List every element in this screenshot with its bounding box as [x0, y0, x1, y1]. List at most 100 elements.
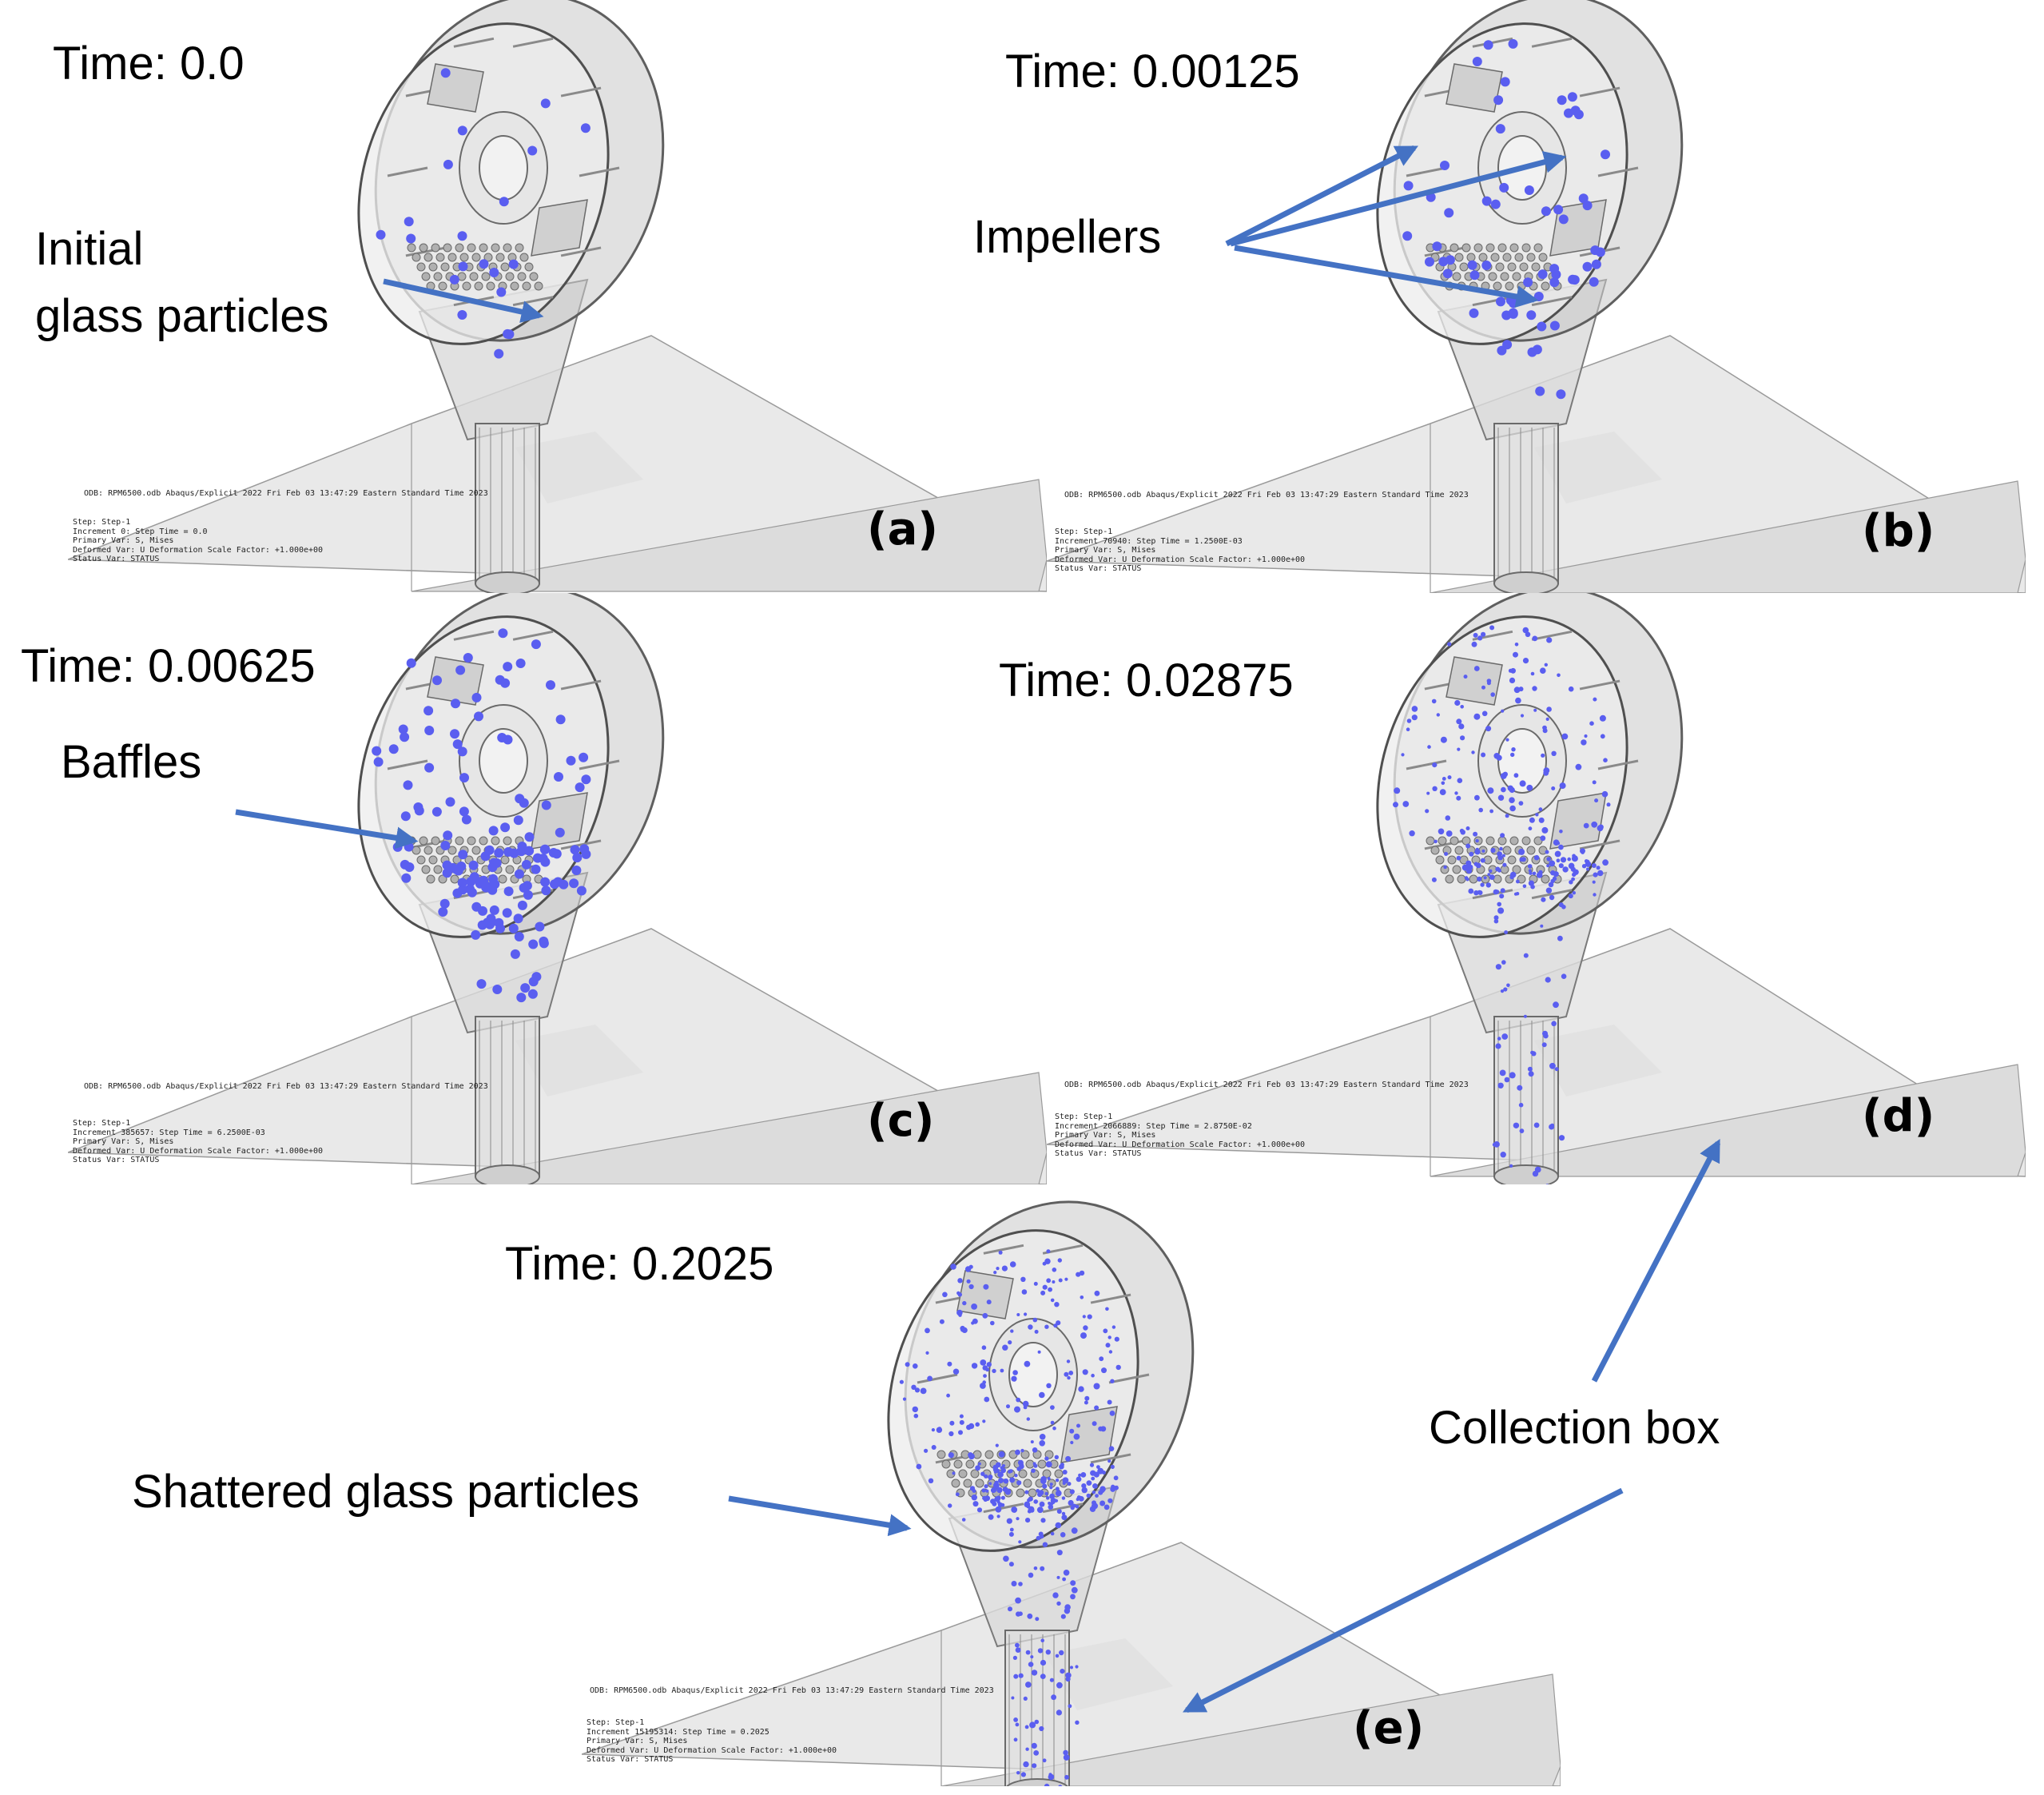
- glass-particle: [1056, 1490, 1062, 1497]
- glass-particle: [1011, 1581, 1017, 1586]
- glass-particle: [388, 744, 399, 754]
- bottle: [1457, 281, 1466, 291]
- glass-particle: [1066, 1359, 1071, 1363]
- glass-particle: [1018, 1540, 1022, 1544]
- glass-particle: [1471, 641, 1477, 647]
- glass-particle: [1510, 752, 1515, 758]
- glass-particle: [995, 1462, 1001, 1468]
- glass-particle: [1075, 1665, 1079, 1669]
- glass-particle: [1092, 1502, 1098, 1510]
- glass-particle: [1062, 1481, 1066, 1485]
- bottle: [1452, 865, 1461, 874]
- bottle: [505, 865, 515, 874]
- glass-particle: [986, 1299, 992, 1305]
- glass-particle: [1029, 1721, 1036, 1729]
- glass-particle: [1056, 1509, 1062, 1514]
- bottle: [1445, 281, 1454, 291]
- bottle: [1507, 855, 1517, 865]
- glass-particle: [1425, 257, 1434, 267]
- glass-particle: [463, 653, 473, 663]
- glass-particle: [445, 797, 455, 807]
- glass-particle: [1103, 1328, 1108, 1334]
- increment-line: Increment 2066889: Step Time = 2.8750E-0…: [1055, 1121, 1252, 1131]
- bottle: [1023, 1479, 1032, 1488]
- glass-particle: [424, 762, 435, 773]
- glass-particle: [1509, 298, 1518, 308]
- tube-bottom: [1493, 571, 1559, 593]
- bottle: [1512, 272, 1521, 281]
- glass-particle: [1518, 801, 1524, 806]
- glass-particle: [502, 908, 512, 918]
- glass-particle: [1582, 201, 1593, 211]
- glass-particle: [1502, 862, 1507, 867]
- glass-particle: [1553, 871, 1559, 878]
- glass-particle: [1549, 277, 1560, 288]
- glass-particle: [961, 1518, 966, 1522]
- glass-particle: [1080, 1472, 1087, 1478]
- glass-particle: [1549, 894, 1555, 901]
- bottle: [1505, 281, 1514, 291]
- glass-particle: [400, 811, 411, 822]
- glass-particle: [1497, 907, 1505, 914]
- odb-header: ODB: RPM6500.odb Abaqus/Explicit 2022 Fr…: [1064, 491, 1469, 499]
- bottle: [958, 1469, 968, 1479]
- bottle: [440, 262, 450, 272]
- glass-particle: [1080, 1332, 1087, 1339]
- baffles-label: Baffles: [61, 736, 202, 788]
- glass-particle: [528, 939, 539, 949]
- glass-particle: [1039, 1440, 1045, 1447]
- glass-particle: [1009, 1261, 1016, 1268]
- glass-particle: [508, 923, 519, 933]
- bottle: [510, 281, 519, 291]
- glass-particle: [1042, 1542, 1048, 1547]
- glass-particle: [575, 782, 585, 793]
- impeller-blade: [1446, 63, 1503, 113]
- glass-particle: [479, 875, 489, 886]
- bottle: [1485, 243, 1495, 253]
- glass-particle: [1113, 1485, 1119, 1491]
- glass-particle: [1033, 1463, 1038, 1468]
- glass-particle: [1432, 762, 1438, 768]
- baffle: [560, 86, 602, 98]
- odb-header: ODB: RPM6500.odb Abaqus/Explicit 2022 Fr…: [84, 1082, 488, 1091]
- panel-label: (e): [1353, 1702, 1425, 1754]
- glass-particle: [983, 1497, 988, 1502]
- glass-particle: [1016, 1771, 1020, 1775]
- glass-particle: [1469, 270, 1480, 281]
- glass-particle: [956, 1291, 960, 1296]
- bottle: [1452, 272, 1461, 281]
- glass-particle: [1034, 1329, 1039, 1334]
- glass-particle: [1057, 1258, 1062, 1263]
- bottle: [524, 262, 534, 272]
- glass-particle: [1517, 1085, 1523, 1091]
- glass-particle: [996, 1500, 1000, 1504]
- glass-particle: [1501, 960, 1506, 965]
- glass-particle: [566, 755, 576, 766]
- glass-particle: [1468, 888, 1474, 894]
- glass-particle: [1097, 1467, 1104, 1475]
- glass-particle: [975, 1465, 980, 1471]
- glass-particle: [1522, 658, 1529, 664]
- glass-particle: [905, 1362, 910, 1367]
- glass-particle: [1463, 675, 1468, 679]
- glass-particle: [432, 675, 442, 686]
- glass-particle: [1541, 753, 1545, 758]
- glass-particle: [514, 869, 524, 879]
- glass-particle: [1509, 797, 1515, 803]
- impeller-blade: [531, 199, 588, 257]
- glass-particle: [1558, 844, 1564, 850]
- status-var-line: Status Var: STATUS: [1055, 1149, 1142, 1158]
- glass-particle: [1519, 857, 1524, 862]
- glass-particle: [1583, 822, 1589, 829]
- glass-particle: [1011, 1375, 1017, 1382]
- glass-particle: [1474, 849, 1481, 855]
- baffle: [1531, 37, 1573, 48]
- glass-particle: [1511, 747, 1516, 752]
- bottle: [407, 243, 416, 253]
- glass-particle: [1402, 231, 1413, 241]
- step-info: Step: Step-1 Increment 15195314: Step Ti…: [587, 1718, 837, 1765]
- glass-particle: [1060, 1614, 1066, 1619]
- glass-particle: [443, 159, 453, 169]
- glass-particle: [372, 746, 382, 756]
- glass-particle: [1503, 987, 1508, 992]
